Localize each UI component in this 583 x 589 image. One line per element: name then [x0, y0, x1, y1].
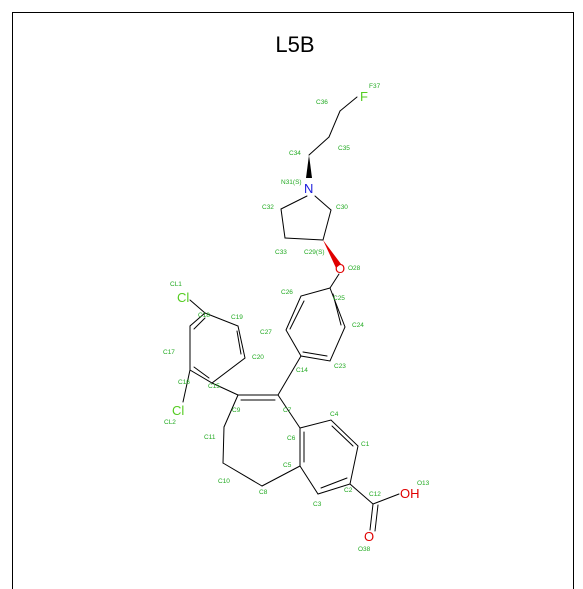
- bond-c12-o13: [372, 493, 400, 505]
- bond-c32-c33: [280, 208, 286, 239]
- label-c4: C4: [330, 411, 339, 418]
- molecule-title: L5B: [275, 32, 314, 57]
- label-c32: C32: [262, 204, 274, 211]
- bond-c36-f37: [339, 96, 358, 112]
- bond-c18-cl1: [189, 299, 206, 314]
- bond-c10-c8: [222, 462, 263, 487]
- label-c24: C24: [352, 322, 364, 329]
- bond-benzo-ring: [299, 419, 359, 495]
- atom-cl-top: Cl: [177, 290, 189, 305]
- bond-c12-o38: [369, 503, 374, 531]
- label-c5: C5: [283, 462, 292, 469]
- bond-dichlorophenyl-ring: [189, 312, 246, 384]
- label-c9: C9: [232, 407, 241, 414]
- label-c19: C19: [231, 314, 243, 321]
- frame-border: [12, 12, 574, 589]
- label-c6: C6: [287, 435, 296, 442]
- label-c10: C10: [218, 478, 230, 485]
- bond-c2-c12: [349, 483, 374, 505]
- label-o13: O13: [417, 480, 430, 487]
- bond-c35-c34: [308, 136, 330, 156]
- bond-phenylene-double-1: [332, 293, 342, 326]
- label-cl2: CL2: [164, 419, 176, 426]
- bond-benzo-double-1: [331, 425, 354, 447]
- label-c16: C16: [178, 379, 190, 386]
- bond-c7-c6: [277, 394, 301, 429]
- bond-o28-c25: [329, 273, 340, 289]
- atom-f: F: [360, 89, 368, 104]
- bond-n31-c32: [280, 195, 308, 210]
- bond-c14-c7: [277, 355, 302, 396]
- bond-c36-c35: [328, 110, 341, 138]
- wedge-c34-n31: [306, 155, 312, 178]
- label-c30: C30: [336, 204, 348, 211]
- bond-c9-c11: [223, 394, 239, 428]
- label-c17: C17: [163, 349, 175, 356]
- label-c26: C26: [281, 289, 293, 296]
- bond-c8-c5: [261, 465, 301, 487]
- label-c3: C3: [313, 501, 322, 508]
- bond-phenylene-double-2: [302, 351, 328, 357]
- atom-n: N: [304, 181, 313, 196]
- bond-c16-cl2: [182, 369, 191, 403]
- bond-c30-n31: [314, 195, 332, 211]
- label-cl1: CL1: [170, 281, 182, 288]
- label-c33: C33: [275, 249, 287, 256]
- atom-o-ether: O: [335, 261, 345, 276]
- bond-c12-o38-double: [374, 504, 379, 532]
- label-c8: C8: [259, 489, 268, 496]
- bond-c11-c10: [222, 426, 225, 464]
- bond-dcp-double-3: [193, 317, 206, 330]
- label-c20: C20: [252, 354, 264, 361]
- label-c34: C34: [289, 150, 301, 157]
- bond-c33-c29: [284, 237, 324, 241]
- label-c14: C14: [296, 367, 308, 374]
- label-n31: N31(S): [281, 179, 302, 186]
- bond-benzo-double-2: [320, 477, 348, 489]
- atom-oh: OH: [400, 486, 420, 501]
- label-c29: C29(S): [304, 249, 325, 256]
- bond-dcp-double-1: [236, 330, 242, 355]
- bond-c15-c9: [211, 382, 239, 396]
- atom-o-carbonyl: O: [364, 529, 374, 544]
- label-c35: C35: [338, 145, 350, 152]
- label-c1: C1: [361, 441, 370, 448]
- wedge-c29-o28: [323, 240, 341, 268]
- atom-cl-bottom: Cl: [172, 403, 184, 418]
- bond-lines: [182, 96, 400, 532]
- label-c12: C12: [369, 491, 381, 498]
- label-c7: C7: [283, 407, 292, 414]
- label-c23: C23: [334, 363, 346, 370]
- bond-c29-c30: [322, 209, 332, 241]
- label-c11: C11: [204, 434, 216, 441]
- label-f37: F37: [369, 83, 381, 90]
- label-c27: C27: [260, 329, 272, 336]
- bond-phenylene-double-3: [289, 300, 305, 330]
- bond-dcp-double-2: [193, 366, 210, 379]
- atom-index-labels: F37 C36 C35 C34 N31(S) C32 C30 C33 C29(S…: [163, 83, 430, 553]
- label-c18: C18: [198, 312, 210, 319]
- label-o28: O28: [348, 265, 361, 272]
- label-c36: C36: [316, 99, 328, 106]
- label-o38: O38: [358, 546, 371, 553]
- label-c15: C15: [208, 383, 220, 390]
- label-c2: C2: [344, 487, 353, 494]
- label-c25: C25: [333, 295, 345, 302]
